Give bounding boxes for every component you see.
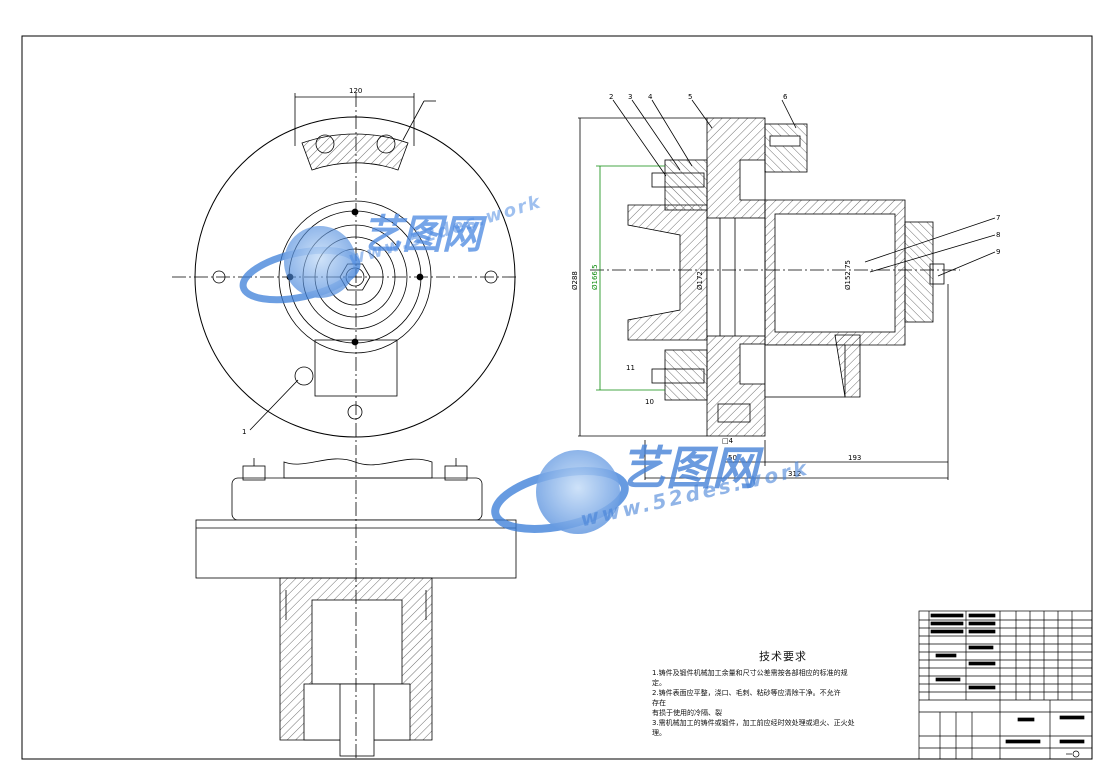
dim-outer-dia: Ø288 bbox=[571, 271, 579, 290]
title-block bbox=[918, 610, 1093, 760]
balloon-8: 8 bbox=[996, 231, 1000, 239]
watermark-logo-left bbox=[239, 226, 361, 304]
balloon-11: 11 bbox=[626, 364, 635, 372]
dim-50: 50 bbox=[728, 454, 737, 462]
balloon-9: 9 bbox=[996, 248, 1000, 256]
balloon-7: 7 bbox=[996, 214, 1000, 222]
tech-line: 理。 bbox=[652, 729, 666, 737]
balloon-2: 2 bbox=[609, 93, 613, 101]
dim-top-width: 120 bbox=[349, 87, 362, 95]
dim-193: 193 bbox=[848, 454, 861, 462]
balloon-5: 5 bbox=[688, 93, 692, 101]
tech-requirements-title: 技术要求 bbox=[759, 650, 807, 663]
green-dimension bbox=[596, 165, 665, 391]
tech-line: 有损于使用的冷隔、裂 bbox=[652, 709, 722, 717]
dim-inner-dia: Ø172 bbox=[696, 271, 704, 290]
tech-line: 1.铸件及锻件机械加工余量和尺寸公差需按各部相应的标准的规 bbox=[652, 669, 848, 677]
balloon-6: 6 bbox=[783, 93, 788, 101]
drawing-border bbox=[21, 35, 1093, 760]
tech-line: 2.铸件表面应平整，浇口、毛刺、粘砂等应清除干净。不允许 bbox=[652, 689, 841, 697]
section-view bbox=[578, 99, 996, 480]
tech-line: 存在 bbox=[652, 699, 666, 707]
dim-square: □4 bbox=[722, 437, 734, 445]
side-view bbox=[195, 458, 517, 760]
tech-line: 定。 bbox=[652, 679, 666, 687]
tech-line: 3.需机械加工的铸件或锻件，加工前应经时效处理或退火、正火处 bbox=[652, 719, 855, 727]
balloon-1: 1 bbox=[242, 428, 246, 436]
balloon-3: 3 bbox=[628, 93, 632, 101]
watermark-logo-right bbox=[491, 450, 629, 534]
tech-requirements: 技术要求 1.铸件及锻件机械加工余量和尺寸公差需按各部相应的标准的规 定。 2.… bbox=[652, 648, 914, 738]
balloon-4: 4 bbox=[648, 93, 653, 101]
balloon-10: 10 bbox=[645, 398, 654, 406]
dim-312: 312 bbox=[788, 470, 801, 478]
dim-green-dia: Ø166.5 bbox=[591, 264, 599, 290]
dim-right-dia: Ø152.75 bbox=[844, 260, 852, 290]
